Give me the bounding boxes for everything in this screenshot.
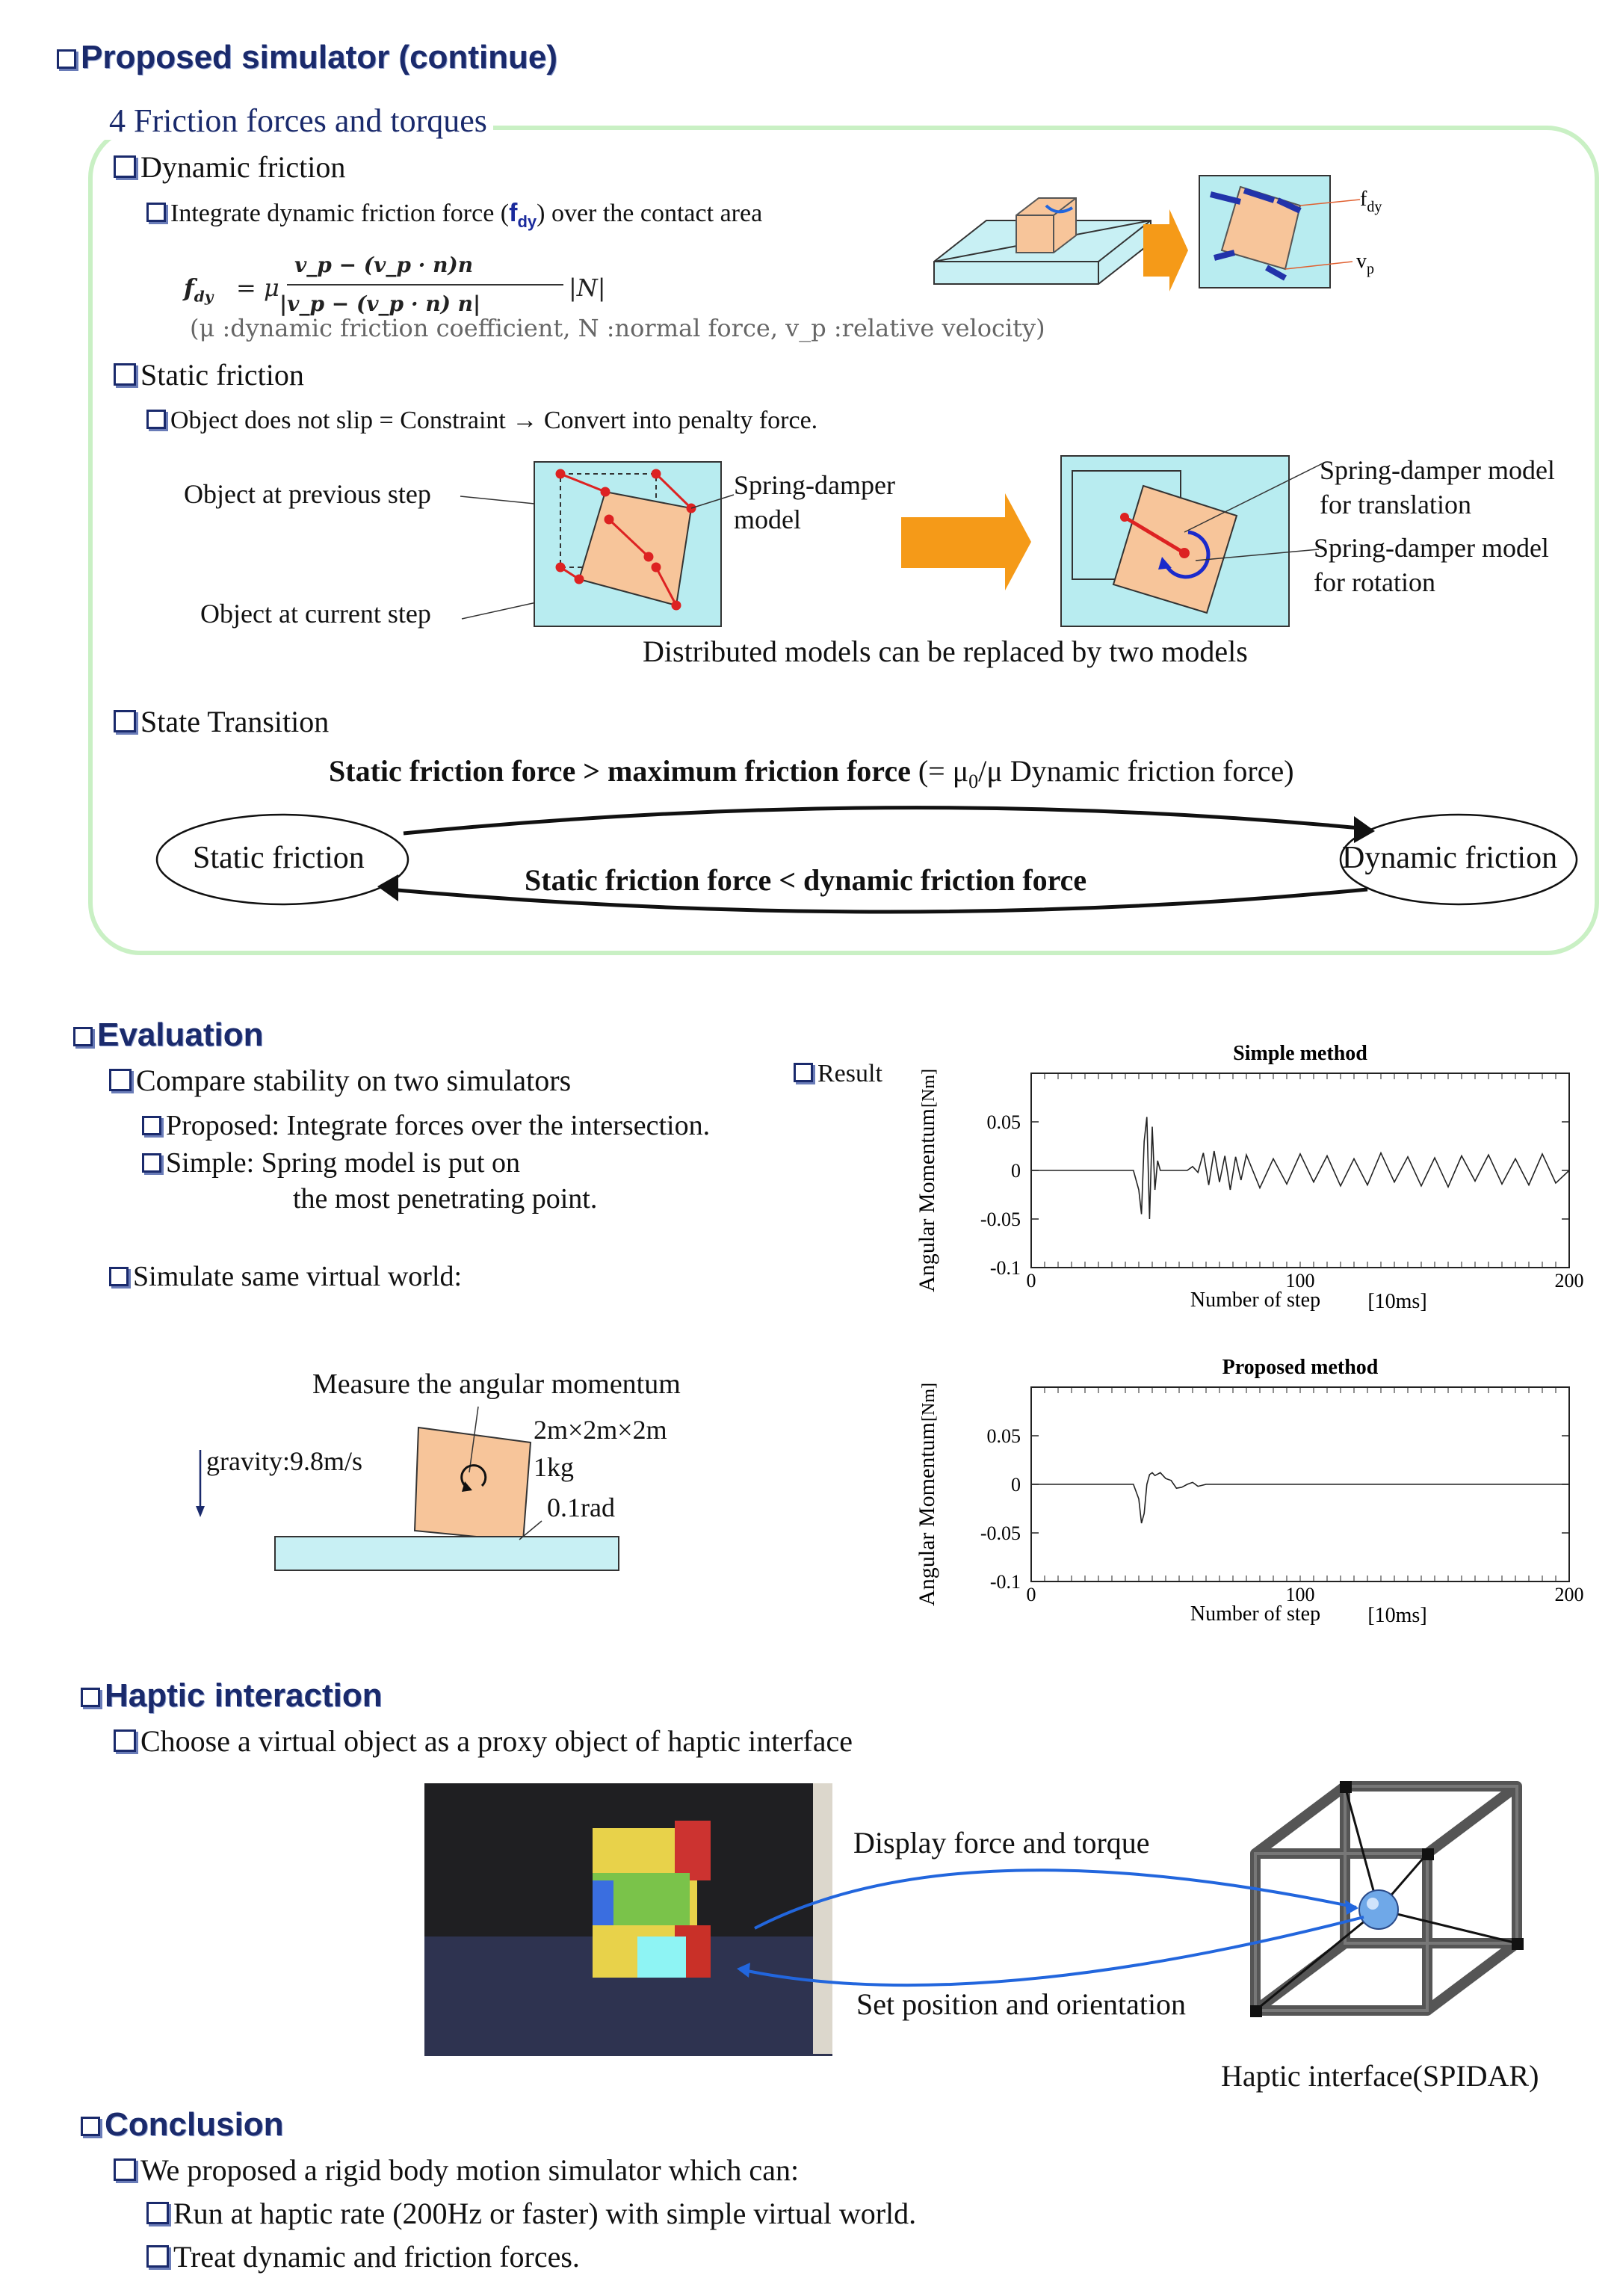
checkbox-bullet-icon bbox=[114, 1729, 136, 1752]
checkbox-bullet-icon bbox=[142, 1153, 161, 1173]
label-mass: 1kg bbox=[534, 1452, 574, 1482]
checkbox-bullet-icon bbox=[146, 410, 166, 429]
y-axis-label: Angular Momentum bbox=[915, 1422, 939, 1606]
y-axis-label: Angular Momentum bbox=[915, 1108, 939, 1292]
svg-text:vp: vp bbox=[1356, 250, 1374, 277]
checkbox-bullet-icon bbox=[109, 1069, 132, 1091]
x-tick-label: 100 bbox=[1286, 1270, 1315, 1292]
section-title-proposed: Proposed simulator (continue) bbox=[57, 39, 557, 76]
checkbox-bullet-icon bbox=[142, 1116, 161, 1135]
y-axis-unit: [Nm] bbox=[919, 1069, 939, 1108]
section-title-haptic: Haptic interaction bbox=[81, 1677, 383, 1715]
chart-proposed-method: Proposed method 0.05 0 -0.05 -0.1 0 100 200Numb… bbox=[915, 1356, 1584, 1627]
checkbox-bullet-icon bbox=[114, 363, 136, 386]
state-transition-diagram bbox=[155, 806, 1578, 914]
heading-state-transition: State Transition bbox=[114, 704, 329, 739]
label-previous-step: Object at previous step bbox=[184, 479, 431, 509]
section-title-evaluation: Evaluation bbox=[73, 1016, 264, 1054]
label-angle: 0.1rad bbox=[547, 1493, 615, 1522]
y-tick-label: -0.05 bbox=[980, 1522, 1021, 1544]
checkbox-bullet-icon bbox=[146, 2202, 169, 2224]
section-title-conclusion: Conclusion bbox=[81, 2106, 284, 2144]
transition-bottom-label: Static friction force < dynamic friction… bbox=[525, 863, 1087, 897]
y-tick-label: 0.05 bbox=[987, 1111, 1021, 1133]
state-dynamic: Dynamic friction bbox=[1342, 841, 1558, 875]
checkbox-bullet-icon bbox=[794, 1063, 813, 1082]
label-gravity: gravity:9.8m/s bbox=[206, 1446, 362, 1476]
label-spring-translation: Spring-damper model for translation bbox=[1320, 455, 1555, 519]
chart-title: Proposed method bbox=[1222, 1356, 1379, 1379]
label-set-position: Set position and orientation bbox=[856, 1987, 1187, 2021]
transition-top-label: Static friction force > maximum friction… bbox=[329, 754, 1294, 792]
x-axis-unit: [10ms] bbox=[1367, 1604, 1426, 1627]
label-spring-rotation: Spring-damper model for rotation bbox=[1314, 533, 1549, 597]
x-axis-label: Number of step bbox=[1190, 1602, 1320, 1626]
series-line bbox=[1031, 1117, 1570, 1220]
x-axis-unit: [10ms] bbox=[1367, 1290, 1426, 1313]
y-tick-label: -0.1 bbox=[990, 1571, 1021, 1593]
heading-dynamic-friction: Dynamic friction bbox=[114, 149, 345, 185]
eval-item-2: Simulate same virtual world: bbox=[109, 1260, 462, 1293]
heading-static-friction: Static friction bbox=[114, 357, 304, 392]
checkbox-bullet-icon bbox=[57, 49, 76, 69]
y-tick-label: 0 bbox=[1011, 1160, 1021, 1182]
x-tick-label: 200 bbox=[1555, 1270, 1584, 1292]
checkbox-bullet-icon bbox=[146, 2245, 169, 2268]
result-label: Result bbox=[794, 1060, 882, 1088]
eval-item-1a: Proposed: Integrate forces over the inte… bbox=[142, 1109, 710, 1142]
haptic-diagram bbox=[737, 1781, 1524, 2017]
dynamic-friction-diagram: fdy vp bbox=[933, 175, 1382, 291]
eval-item-1: Compare stability on two simulators bbox=[109, 1063, 571, 1098]
simulation-screenshot bbox=[424, 1783, 832, 2056]
y-tick-label: 0.05 bbox=[987, 1425, 1021, 1447]
eval-item-1b: Simple: Spring model is put on bbox=[142, 1147, 520, 1179]
conclusion-sub-2: Treat dynamic and friction forces. bbox=[146, 2239, 580, 2274]
eval-item-1b-cont: the most penetrating point. bbox=[293, 1183, 598, 1215]
state-static: Static friction bbox=[193, 841, 365, 875]
static-friction-diagram bbox=[460, 455, 1323, 627]
static-caption: Distributed models can be replaced by tw… bbox=[643, 635, 1248, 668]
x-tick-label: 0 bbox=[1027, 1584, 1036, 1605]
series-line bbox=[1031, 1472, 1569, 1524]
checkbox-bullet-icon bbox=[114, 710, 136, 732]
label-current-step: Object at current step bbox=[200, 599, 431, 629]
label-display-force: Display force and torque bbox=[853, 1826, 1150, 1860]
friction-panel bbox=[88, 126, 1599, 955]
y-tick-label: -0.05 bbox=[980, 1209, 1021, 1230]
label-spidar: Haptic interface(SPIDAR) bbox=[1221, 2059, 1539, 2093]
label-measure: Measure the angular momentum bbox=[312, 1368, 681, 1400]
y-axis-unit: [Nm] bbox=[919, 1383, 939, 1422]
chart-title: Simple method bbox=[1233, 1042, 1367, 1065]
x-tick-label: 200 bbox=[1555, 1584, 1584, 1605]
checkbox-bullet-icon bbox=[73, 1027, 93, 1046]
checkbox-bullet-icon bbox=[81, 2117, 100, 2136]
checkbox-bullet-icon bbox=[81, 1688, 100, 1707]
chart-simple-method: Simple method 0.05 0 -0.05 -0.1 0 100 200Number… bbox=[915, 1042, 1584, 1313]
conclusion-sub-1: Run at haptic rate (200Hz or faster) wit… bbox=[146, 2196, 916, 2231]
y-tick-label: -0.1 bbox=[990, 1257, 1021, 1279]
x-tick-label: 100 bbox=[1286, 1584, 1315, 1605]
svg-text:fdy: fdy bbox=[1360, 188, 1382, 215]
y-tick-label: 0 bbox=[1011, 1474, 1021, 1496]
label-size: 2m×2m×2m bbox=[534, 1415, 667, 1445]
dynamic-friction-formula: fdy = μ v_p − (v_p · n)n |v_p − (v_p · n… bbox=[184, 253, 606, 316]
label-spring-damper: Spring-damper model bbox=[734, 470, 895, 534]
subsection-title: 4 Friction forces and torques bbox=[103, 102, 493, 140]
x-axis-label: Number of step bbox=[1190, 1289, 1320, 1312]
virtual-world-diagram bbox=[196, 1406, 619, 1571]
dynamic-friction-item: Integrate dynamic friction force (fdy) o… bbox=[146, 199, 762, 232]
x-tick-label: 0 bbox=[1027, 1270, 1036, 1292]
checkbox-bullet-icon bbox=[114, 155, 136, 178]
checkbox-bullet-icon bbox=[109, 1267, 129, 1286]
static-friction-item: Object does not slip = Constraint → Conv… bbox=[146, 407, 817, 435]
conclusion-item: We proposed a rigid body motion simulato… bbox=[114, 2152, 799, 2188]
checkbox-bullet-icon bbox=[146, 203, 166, 222]
haptic-item: Choose a virtual object as a proxy objec… bbox=[114, 1723, 853, 1759]
checkbox-bullet-icon bbox=[114, 2158, 136, 2181]
formula-legend: (μ :dynamic friction coefficient, N :nor… bbox=[190, 314, 1045, 342]
